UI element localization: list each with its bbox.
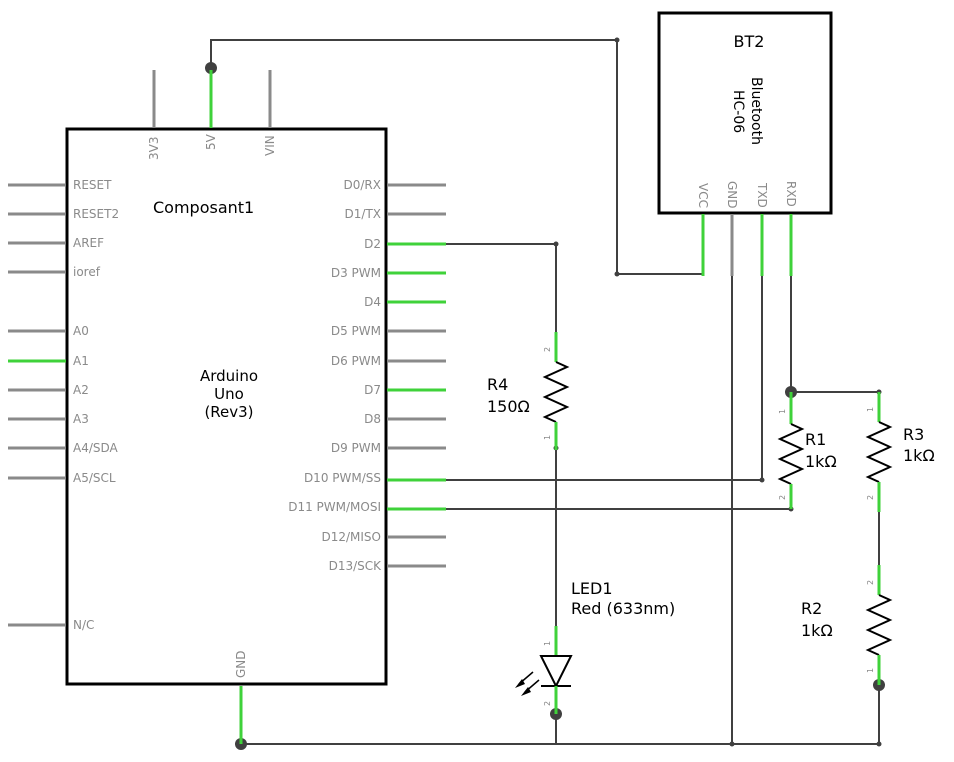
bluetooth-module[interactable]: BT2 Bluetooth HC-06 VCC GND TXD RXD xyxy=(657,11,833,276)
pin-label-d6: D6 PWM xyxy=(331,354,381,368)
r2-pin-label-top: 2 xyxy=(866,580,875,585)
wire-d2-to-r4 xyxy=(446,243,557,332)
r1-pin-label-bottom: 2 xyxy=(778,495,787,500)
bluetooth-part-name: BT2 xyxy=(734,32,765,51)
r4-pin-label-bottom: 1 xyxy=(543,435,552,440)
bluetooth-body xyxy=(657,11,833,215)
bluetooth-line1: Bluetooth xyxy=(748,77,764,145)
wire-bend-dot xyxy=(729,741,735,747)
pin-label-d10: D10 PWM/SS xyxy=(304,471,381,485)
resistor-r1[interactable]: 1 2 R1 1kΩ xyxy=(777,392,837,509)
r3-value: 1kΩ xyxy=(903,446,935,465)
pin-label-gnd: GND xyxy=(234,650,248,678)
resistor-r4[interactable]: 2 1 R4 150Ω xyxy=(487,332,570,450)
led1-diode-triangle xyxy=(539,655,573,689)
arduino-uno[interactable]: 3V3 5V VIN GND RESET RESET2 AREF ioref A… xyxy=(8,70,446,744)
pin-label-d5: D5 PWM xyxy=(331,324,381,338)
pin-label-txd: TXD xyxy=(755,182,769,208)
pin-label-d7: D7 xyxy=(364,383,381,397)
bluetooth-line2: HC-06 xyxy=(730,90,746,133)
r3-pin-label-top: 1 xyxy=(866,407,875,412)
arduino-title-line3: (Rev3) xyxy=(204,403,253,421)
wire-bend-dot xyxy=(614,271,620,277)
pin-label-aref: AREF xyxy=(73,236,104,250)
r4-zigzag xyxy=(542,361,570,423)
pin-label-d11: D11 PWM/MOSI xyxy=(288,500,381,514)
arduino-body xyxy=(65,127,388,686)
r4-name: R4 xyxy=(487,375,508,394)
r1-zigzag xyxy=(777,423,805,485)
pin-label-a1: A1 xyxy=(73,354,89,368)
r2-zigzag xyxy=(865,594,893,656)
r2-name: R2 xyxy=(801,599,822,618)
resistor-r3[interactable]: 1 2 R3 1kΩ xyxy=(865,392,935,512)
pin-label-d3: D3 PWM xyxy=(331,266,381,280)
pin-label-nc: N/C xyxy=(73,618,94,632)
led1-value: Red (633nm) xyxy=(571,599,675,618)
pin-label-d8: D8 xyxy=(364,412,381,426)
pin-label-ioref: ioref xyxy=(73,265,101,279)
pin-label-d1: D1/TX xyxy=(345,207,381,221)
led1-pin-label-top: 1 xyxy=(543,641,552,646)
pin-label-a0: A0 xyxy=(73,324,89,338)
pin-label-vin: VIN xyxy=(263,135,277,156)
wire-bend-dot xyxy=(759,477,765,483)
r1-value: 1kΩ xyxy=(805,452,837,471)
r1-pin-label-top: 1 xyxy=(778,409,787,414)
pin-label-a4: A4/SDA xyxy=(73,441,119,455)
led1-name: LED1 xyxy=(571,579,613,598)
pin-label-rxd: RXD xyxy=(784,181,798,207)
arduino-title-line2: Uno xyxy=(214,385,244,403)
led-led1[interactable]: 1 2 LED1 Red (633nm) xyxy=(515,579,675,714)
pin-label-d0: D0/RX xyxy=(344,178,381,192)
r2-value: 1kΩ xyxy=(801,621,833,640)
pin-label-a2: A2 xyxy=(73,383,89,397)
pin-label-bt-gnd: GND xyxy=(725,181,739,209)
pin-label-d4: D4 xyxy=(364,295,381,309)
wire-bend-dot xyxy=(876,741,882,747)
r1-name: R1 xyxy=(805,430,826,449)
arduino-part-name: Composant1 xyxy=(153,198,254,217)
pin-label-a5: A5/SCL xyxy=(73,471,116,485)
r3-zigzag xyxy=(865,421,893,483)
arduino-title-line1: Arduino xyxy=(200,367,258,385)
resistor-r2[interactable]: 2 1 R2 1kΩ xyxy=(801,565,893,685)
wire-d11-to-r1 xyxy=(446,490,792,510)
pin-label-d13: D13/SCK xyxy=(329,559,383,573)
pin-label-5v: 5V xyxy=(204,133,218,150)
wire-bend-dot xyxy=(553,241,559,247)
junction-dot xyxy=(205,62,217,74)
light-emission-arrows-icon xyxy=(515,671,540,696)
r4-pin-label-top: 2 xyxy=(543,347,552,352)
pin-label-d12: D12/MISO xyxy=(321,530,381,544)
r4-value: 150Ω xyxy=(487,397,530,416)
led1-pin-label-bottom: 2 xyxy=(543,701,552,706)
r3-name: R3 xyxy=(903,425,924,444)
r2-pin-label-bottom: 1 xyxy=(866,668,875,673)
wire-bend-dot xyxy=(614,37,620,43)
r3-pin-label-bottom: 2 xyxy=(866,495,875,500)
pin-label-reset2: RESET2 xyxy=(73,207,119,221)
pin-label-vcc: VCC xyxy=(696,183,710,208)
pin-label-3v3: 3V3 xyxy=(147,137,161,160)
pin-label-d9: D9 PWM xyxy=(331,441,381,455)
pin-label-reset: RESET xyxy=(73,178,112,192)
pin-label-d2: D2 xyxy=(364,237,381,251)
pin-label-a3: A3 xyxy=(73,412,89,426)
